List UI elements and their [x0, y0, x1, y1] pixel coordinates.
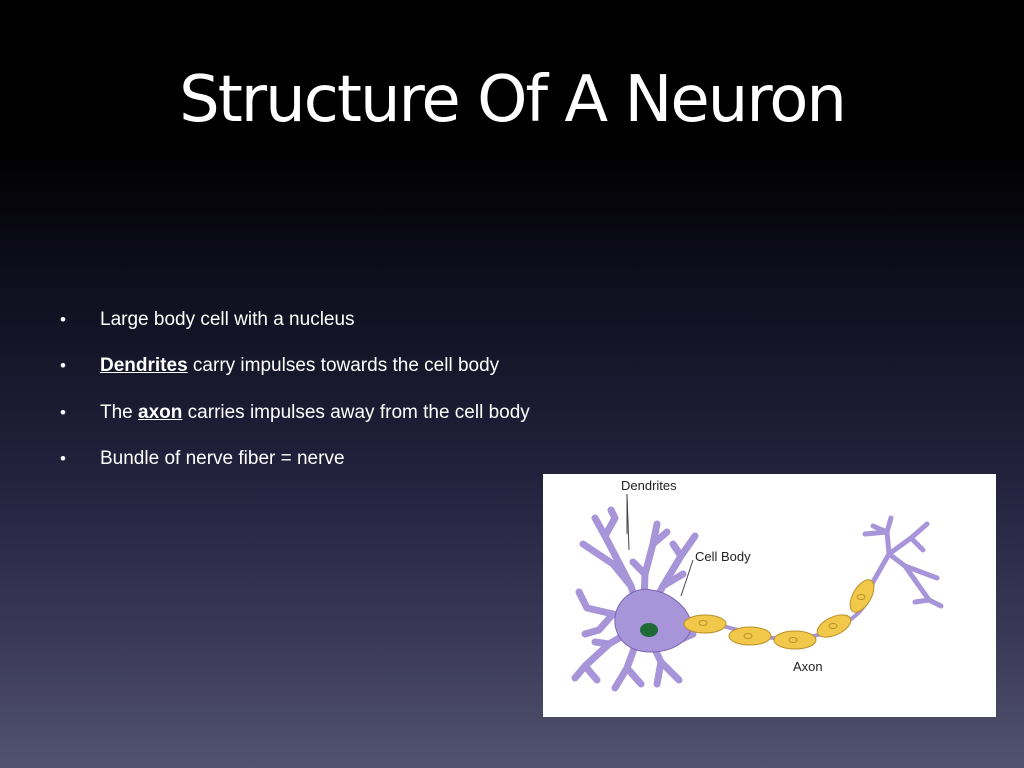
bullet-text: carries impulses away from the cell body — [182, 401, 530, 423]
bullet-keyword-axon: axon — [138, 401, 183, 423]
label-pointers — [626, 493, 694, 597]
bullet-dot: • — [60, 402, 66, 422]
bullet-dot: • — [60, 310, 66, 329]
neuron-diagram: Dendrites Cell Body Axon — [543, 474, 996, 717]
bullet-item: • Large body cell with a nucleus — [60, 306, 530, 352]
axon-label: Axon — [793, 659, 823, 674]
dendrites-label: Dendrites — [621, 478, 677, 493]
bullet-list: • Large body cell with a nucleus • Dendr… — [60, 306, 530, 491]
bullet-text: carry impulses towards the cell body — [187, 355, 500, 377]
bullet-item: • The axon carries impulses away from th… — [60, 399, 530, 445]
nucleus-shape — [640, 623, 658, 637]
bullet-item: • Bundle of nerve fiber = nerve — [60, 445, 530, 491]
bullet-dot: • — [60, 356, 66, 376]
slide-title: Structure Of A Neuron — [179, 63, 847, 137]
cell-body-shape — [614, 588, 692, 653]
bullet-text: Bundle of nerve fiber = nerve — [100, 447, 345, 469]
cell-body-label: Cell Body — [695, 549, 751, 564]
myelin-sheaths — [683, 579, 875, 650]
bullet-text: Large body cell with a nucleus — [100, 309, 355, 330]
neuron-diagram-svg: Dendrites Cell Body Axon — [571, 478, 944, 692]
bullet-keyword-dendrites: Dendrites — [100, 355, 188, 377]
bullet-item: • Dendrites carry impulses towards the c… — [60, 352, 530, 398]
bullet-text: The — [100, 401, 139, 423]
bullet-dot: • — [60, 448, 66, 468]
